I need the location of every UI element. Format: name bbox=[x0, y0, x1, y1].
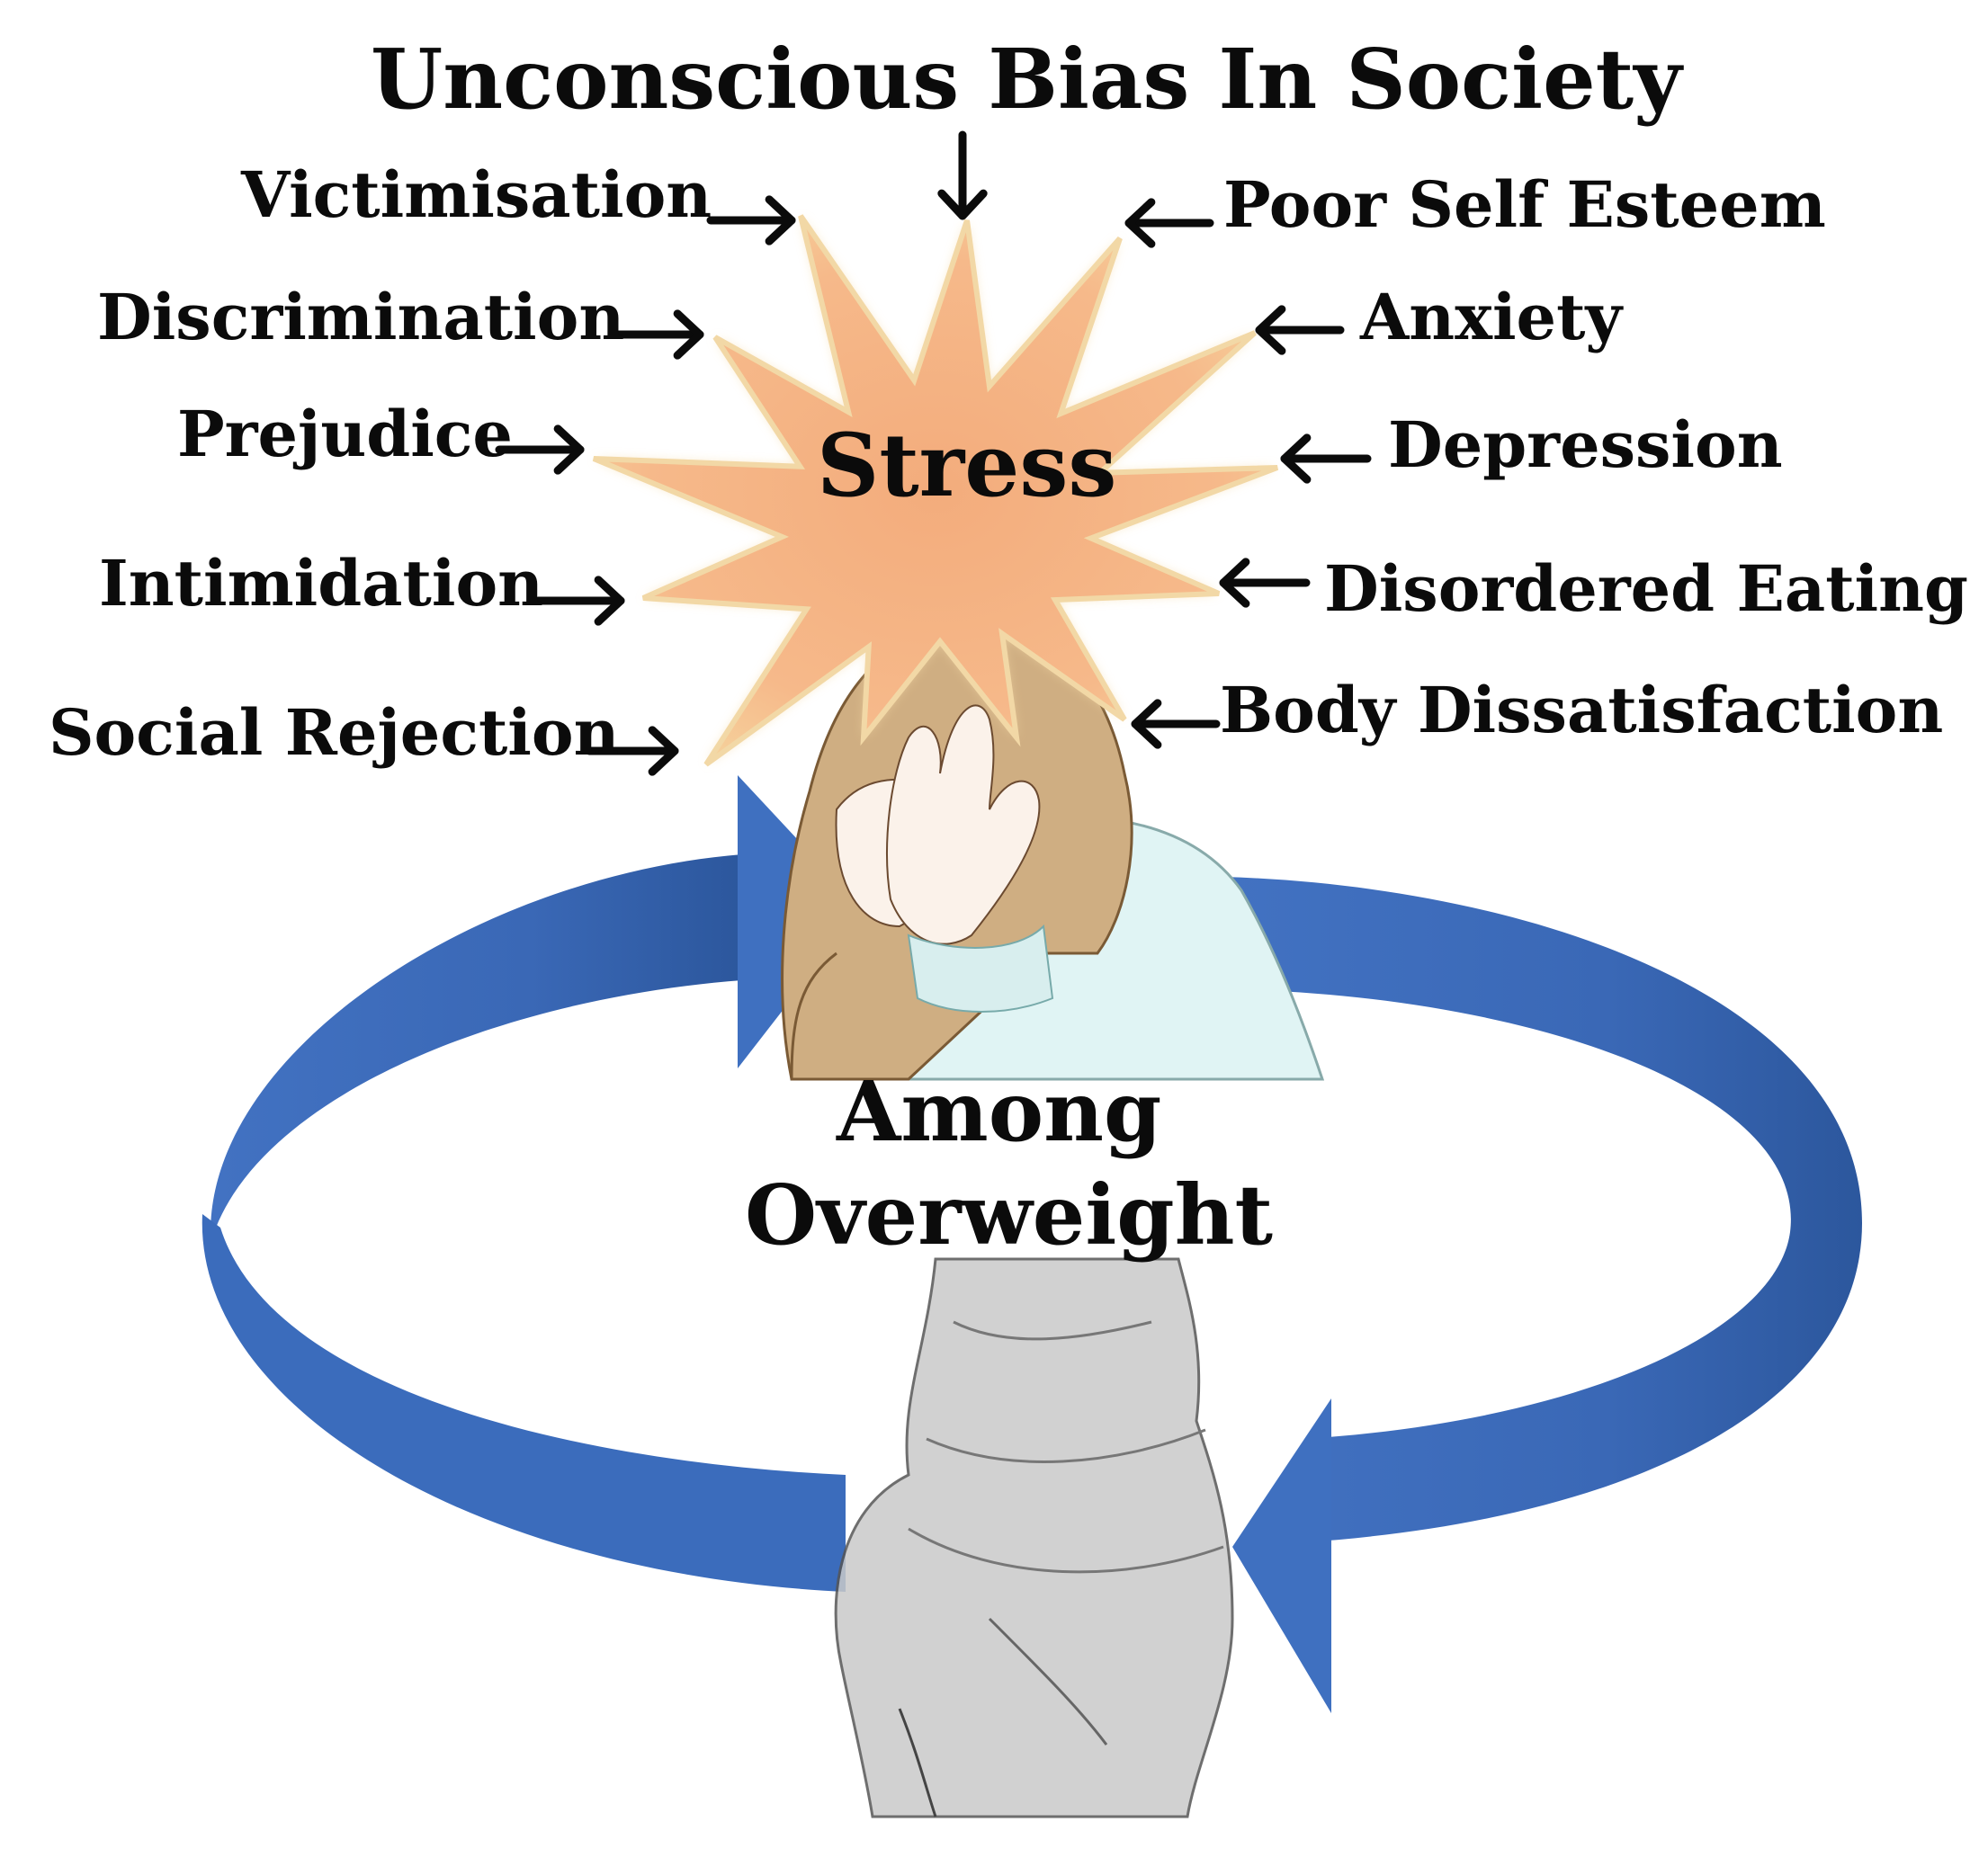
bottom-label-line-2: Overweight bbox=[745, 1166, 1273, 1264]
label-social-rejection: Social Rejection bbox=[49, 695, 620, 770]
cycle-arrow-right bbox=[1223, 877, 1862, 1542]
label-anxiety: Anxiety bbox=[1360, 280, 1623, 354]
cycle-arrowhead-bottom bbox=[1232, 1398, 1331, 1713]
label-prejudice: Prejudice bbox=[177, 397, 513, 471]
arrow-icon-poor-self-esteem bbox=[1124, 198, 1214, 248]
pointer-arrows bbox=[495, 130, 1372, 776]
body-sketch bbox=[834, 1257, 1234, 1818]
arrow-icon-prejudice bbox=[495, 424, 585, 475]
arrow-icon-victimisation bbox=[706, 195, 796, 246]
distressed-woman bbox=[781, 619, 1325, 1081]
diagram-title: Unconscious Bias In Society bbox=[371, 31, 1682, 128]
label-discrimination: Discrimination bbox=[97, 280, 625, 354]
label-disordered-eating: Disordered Eating bbox=[1324, 551, 1968, 626]
label-depression: Depression bbox=[1388, 407, 1783, 482]
arrow-icon-depression bbox=[1280, 433, 1372, 484]
arrow-icon-anxiety bbox=[1255, 305, 1345, 355]
starburst-shape bbox=[592, 214, 1279, 767]
center-label-stress: Stress bbox=[817, 415, 1117, 516]
starburst bbox=[592, 214, 1279, 767]
label-body-dissatisfaction: Body Dissatisfaction bbox=[1220, 673, 1944, 747]
bottom-label-line-1: Among bbox=[837, 1063, 1162, 1160]
label-victimisation: Victimisation bbox=[241, 157, 712, 232]
arrow-icon-title bbox=[937, 130, 988, 220]
arrow-icon-intimidation bbox=[533, 576, 625, 626]
cycle-arrow-top-left bbox=[210, 854, 742, 1250]
label-intimidation: Intimidation bbox=[99, 546, 544, 621]
cycle-arrow-bottom-left bbox=[201, 1214, 846, 1592]
arrow-icon-discrimination bbox=[609, 309, 704, 360]
arrow-icon-disordered-eating bbox=[1219, 558, 1311, 608]
label-poor-self-esteem: Poor Self Esteem bbox=[1223, 167, 1826, 242]
arrow-icon-social-rejection bbox=[585, 726, 679, 776]
arrow-icon-body-dissatisfaction bbox=[1131, 699, 1221, 749]
